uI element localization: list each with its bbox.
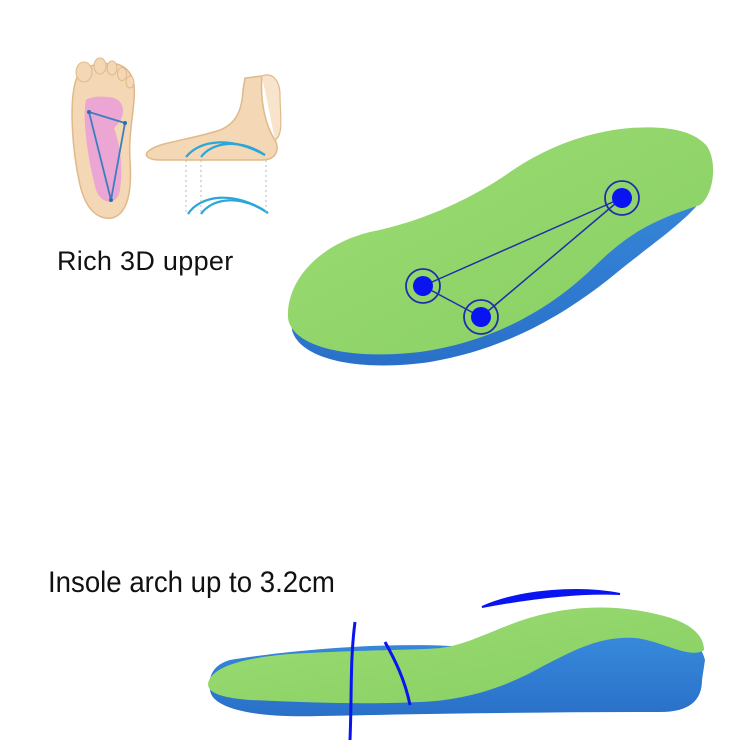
feature-caption-arch-height: Insole arch up to 3.2cm (48, 566, 335, 599)
foot-arch-side-icon (145, 74, 282, 215)
insole-top-view (287, 127, 714, 366)
foot-sole-icon (71, 57, 136, 219)
support-point-icon (405, 268, 441, 304)
feature-caption-3d-upper: Rich 3D upper (57, 246, 234, 276)
support-point-icon (604, 180, 640, 216)
support-point-icon (463, 299, 499, 335)
insole-side-view (208, 589, 705, 741)
